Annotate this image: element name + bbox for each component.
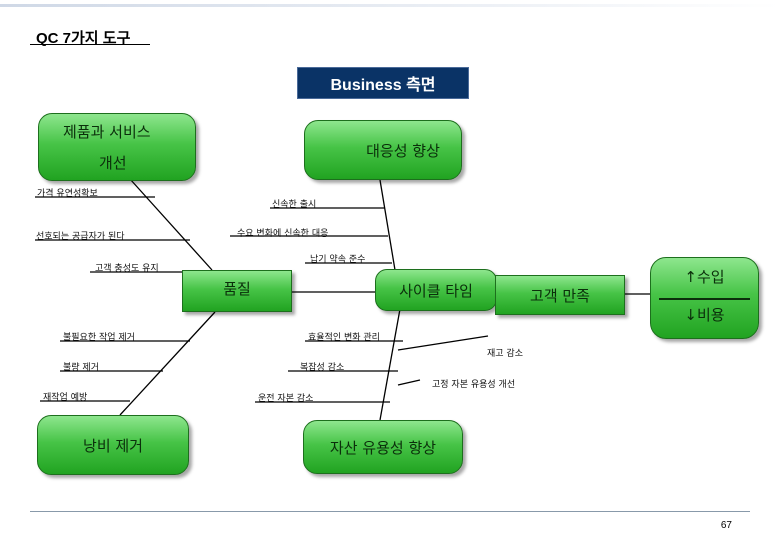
label-efficient-change: 효율적인 변화 관리 xyxy=(308,333,380,343)
line-inventory xyxy=(397,335,489,351)
line-fixed-capital xyxy=(397,379,421,386)
response-box: 대응성 향상 xyxy=(304,120,462,180)
label-reduce-working-capital: 운전 자본 감소 xyxy=(258,394,314,404)
product-service-label-2: 개선 xyxy=(99,154,127,172)
page-number: 67 xyxy=(720,520,732,531)
top-band xyxy=(0,4,780,7)
revenue-divider xyxy=(659,298,750,300)
customer-satisfaction-box: 고객 만족 xyxy=(495,275,625,315)
label-quick-launch: 신속한 출시 xyxy=(272,200,317,210)
label-remove-unneeded-work: 불필요한 작업 제거 xyxy=(63,333,135,343)
business-banner: Business 측면 xyxy=(297,67,469,99)
label-reduce-complexity: 복잡성 감소 xyxy=(300,363,345,373)
waste-removal-box: 낭비 제거 xyxy=(37,415,189,475)
product-service-label-1: 제품과 서비스 xyxy=(63,123,151,141)
label-reduce-inventory: 재고 감소 xyxy=(487,349,523,359)
product-service-box: 제품과 서비스 개선 xyxy=(38,113,196,181)
label-remove-defects: 불량 제거 xyxy=(63,363,99,373)
line-response-cycle xyxy=(379,179,396,271)
page-title: QC 7가지 도구 xyxy=(36,30,131,47)
label-improve-fixed-capital: 고정 자본 유용성 개선 xyxy=(432,380,516,390)
label-price-flexibility: 가격 유연성확보 xyxy=(37,189,98,199)
label-customer-loyalty: 고객 충성도 유지 xyxy=(95,264,159,274)
line-waste-quality xyxy=(119,311,216,416)
cycle-time-box: 사이클 타임 xyxy=(375,269,497,311)
label-preferred-supplier: 선호되는 공급자가 된다 xyxy=(36,232,125,242)
line-product-quality xyxy=(129,178,213,271)
revenue-cost-box: ↑수입 ↓비용 xyxy=(650,257,759,339)
asset-liquidity-box: 자산 유용성 향상 xyxy=(303,420,463,474)
label-prevent-rework: 재작업 예방 xyxy=(43,393,88,403)
cost-down-label: ↓비용 xyxy=(684,306,725,324)
footer-rule xyxy=(30,511,750,512)
line-asset-cycle xyxy=(379,308,401,421)
revenue-up-label: ↑수입 xyxy=(684,268,725,286)
quality-box: 품질 xyxy=(182,270,292,312)
label-demand-response: 수요 변화에 신속한 대응 xyxy=(237,229,329,239)
title-underline xyxy=(30,44,150,45)
label-delivery-promise: 납기 약속 준수 xyxy=(310,255,366,265)
